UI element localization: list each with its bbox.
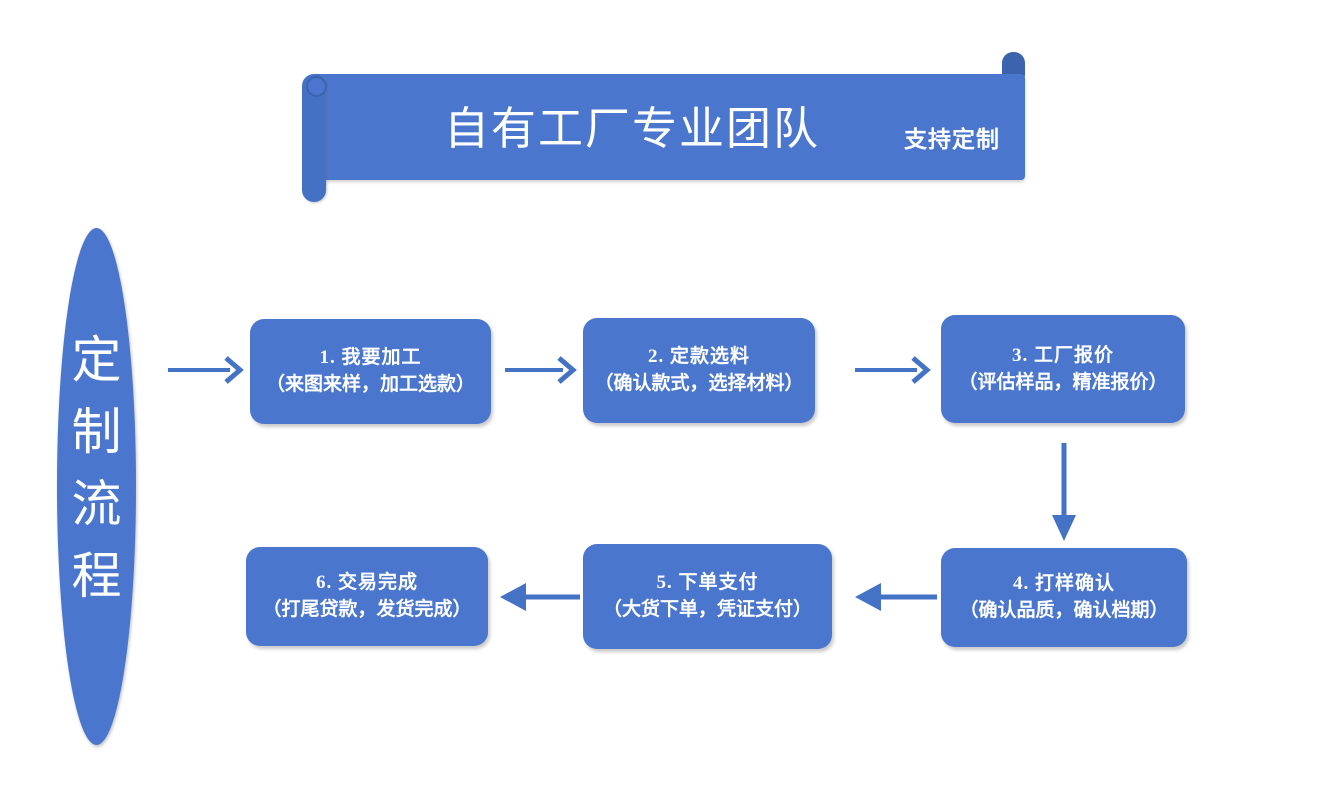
banner-left-knob-icon [306,76,327,97]
process-step-4[interactable]: 4. 打样确认 （确认品质，确认档期） [941,548,1187,647]
arrow-start-to-step-1 [168,352,246,388]
process-title-label: 定 制 流 程 [57,324,136,612]
process-step-3-title: 3. 工厂报价 [1011,344,1114,366]
arrow-step-3-to-step-4 [1046,443,1082,543]
process-step-5[interactable]: 5. 下单支付 （大货下单，凭证支付） [583,544,832,649]
arrow-step-1-to-step-2 [505,352,579,388]
process-title-char-1: 定 [71,332,122,388]
arrow-step-4-to-step-5 [855,578,937,616]
process-step-6-title: 6. 交易完成 [315,572,418,593]
process-title-char-4: 程 [71,548,122,604]
process-step-3[interactable]: 3. 工厂报价 （评估样品，精准报价） [941,315,1185,423]
arrow-step-5-to-step-6 [500,578,580,616]
banner: 自有工厂专业团队 支持定制 [300,52,1025,202]
process-step-2-title: 2. 定款选料 [647,346,750,367]
process-step-6-detail: （打尾贷款，发货完成） [262,599,472,620]
process-step-2-detail: （确认款式，选择材料） [594,373,804,394]
process-step-2[interactable]: 2. 定款选料 （确认款式，选择材料） [583,318,815,423]
process-step-4-title: 4. 打样确认 [1012,573,1115,594]
process-step-6[interactable]: 6. 交易完成 （打尾贷款，发货完成） [246,547,488,646]
arrow-step-2-to-step-3 [855,352,933,388]
process-title-char-2: 制 [71,404,122,460]
process-step-5-title: 5. 下单支付 [656,572,759,593]
process-title-char-3: 流 [71,476,122,532]
process-step-1-title: 1. 我要加工 [319,347,422,368]
process-step-1-detail: （来图来样，加工选款） [265,374,475,395]
process-step-5-detail: （大货下单，凭证支付） [602,599,812,620]
process-step-4-detail: （确认品质，确认档期） [959,600,1169,621]
banner-body: 自有工厂专业团队 支持定制 [312,74,1025,180]
process-step-3-detail: （评估样品，精准报价） [958,371,1168,393]
banner-subtitle: 支持定制 [904,127,1000,152]
process-title-ellipse: 定 制 流 程 [57,228,136,745]
banner-right-knob-icon [1002,52,1025,78]
banner-title: 自有工厂专业团队 [443,104,820,154]
process-step-1[interactable]: 1. 我要加工 （来图来样，加工选款） [250,319,491,424]
